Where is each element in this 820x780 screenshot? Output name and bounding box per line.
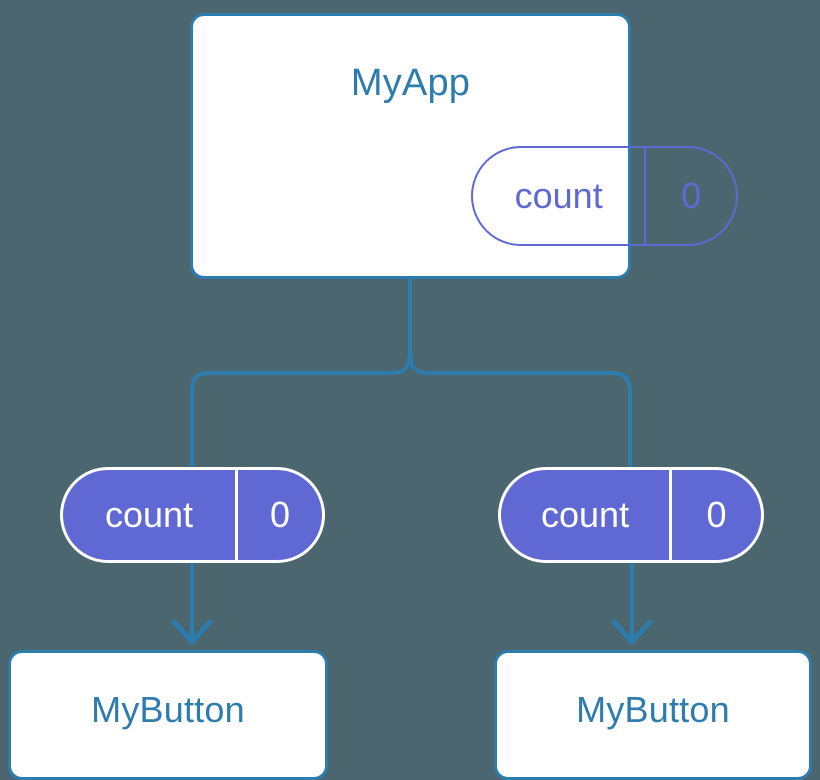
left-arrowhead-icon	[171, 619, 213, 645]
state-key-label: count	[514, 175, 603, 216]
component-label-mybutton: MyButton	[576, 689, 730, 730]
state-pill-left-count[interactable]: count 0	[60, 467, 325, 563]
state-value-label: 0	[669, 470, 761, 560]
state-key-label: count	[541, 494, 630, 535]
component-card-mybutton-left[interactable]: MyButton	[8, 650, 328, 780]
state-value-label: 0	[234, 470, 322, 560]
state-key-label: count	[104, 494, 194, 535]
state-value-label: 0	[644, 148, 736, 244]
edge-trunk-split-right	[408, 345, 632, 469]
component-label-myapp: MyApp	[350, 62, 471, 104]
component-card-myapp[interactable]: MyApp count 0	[190, 13, 738, 279]
edge-trunk-split	[190, 277, 412, 469]
component-card-mybutton-right[interactable]: MyButton	[494, 650, 812, 780]
right-arrowhead-icon	[611, 619, 653, 645]
state-pill-myapp-count[interactable]: count 0	[471, 146, 738, 246]
component-label-mybutton: MyButton	[91, 689, 245, 730]
state-pill-right-count[interactable]: count 0	[498, 467, 764, 563]
